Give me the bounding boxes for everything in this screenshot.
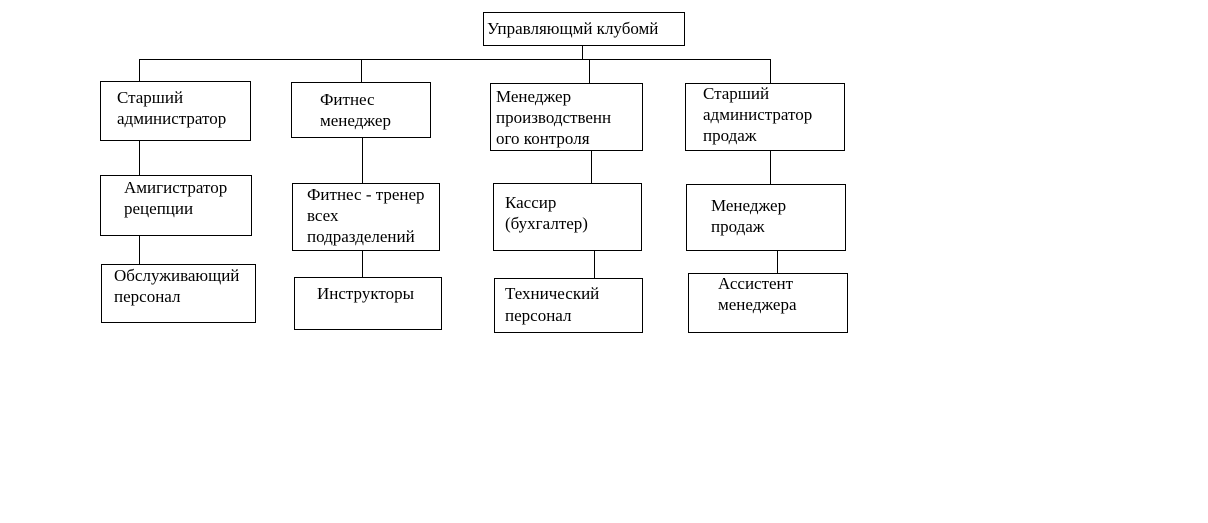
- node-production-control-manager: Менеджер производственн ого контроля: [490, 83, 643, 151]
- node-line: продаж: [703, 126, 757, 145]
- node-line: менеджер: [320, 111, 391, 130]
- node-line: Фитнес: [320, 90, 375, 109]
- connector-col1-l3: [139, 235, 140, 265]
- node-root: Управляющмй клубомй: [483, 12, 685, 46]
- node-sales-manager: Менеджер продаж: [686, 184, 846, 251]
- node-line: Обслуживающий: [114, 266, 240, 285]
- node-reception-administrator: Амигистратор рецепции: [100, 175, 252, 236]
- connector-col3-head: [589, 59, 590, 84]
- node-line: Менеджер: [711, 196, 787, 215]
- connector-col4-l2: [770, 150, 771, 185]
- node-line: Менеджер: [496, 87, 572, 106]
- node-line: Старший: [117, 88, 184, 107]
- node-line: рецепции: [124, 199, 194, 218]
- node-service-staff: Обслуживающий персонал: [101, 264, 256, 323]
- node-line: администратор: [117, 109, 227, 128]
- node-line: Технический: [505, 284, 600, 303]
- node-line: менеджера: [718, 295, 797, 314]
- node-root-line-1: Управляющмй клубомй: [487, 19, 659, 38]
- connector-col2-head: [361, 59, 362, 83]
- node-line: персонал: [114, 287, 181, 306]
- node-fitness-trainer: Фитнес - тренер всех подразделений: [292, 183, 440, 251]
- node-instructors: Инструкторы: [294, 277, 442, 330]
- node-line: персонал: [505, 306, 572, 325]
- node-line: производственн: [496, 108, 612, 127]
- node-line: администратор: [703, 105, 813, 124]
- connector-col4-head: [770, 59, 771, 84]
- node-line: Ассистент: [718, 274, 794, 293]
- connector-top-bar: [139, 59, 771, 60]
- connector-col3-l3: [594, 250, 595, 279]
- connector-col3-l2: [591, 150, 592, 184]
- node-technical-staff: Технический персонал: [494, 278, 643, 333]
- node-line: Старший: [703, 84, 770, 103]
- node-senior-sales-administrator: Старший администратор продаж: [685, 83, 845, 151]
- node-senior-administrator: Старший администратор: [100, 81, 251, 141]
- node-line: Фитнес - тренер: [307, 185, 425, 204]
- node-line: (бухгалтер): [505, 214, 588, 233]
- connector-col2-l2: [362, 137, 363, 184]
- node-line: Инструкторы: [317, 284, 414, 303]
- connector-col1-head: [139, 59, 140, 82]
- node-line: всех: [307, 206, 339, 225]
- node-line: Кассир: [505, 193, 557, 212]
- connector-root-down: [582, 46, 583, 60]
- node-line: ого контроля: [496, 129, 590, 148]
- connector-col2-l3: [362, 250, 363, 278]
- connector-col4-l3: [777, 250, 778, 274]
- connector-col1-l2: [139, 140, 140, 176]
- node-line: продаж: [711, 217, 765, 236]
- node-manager-assistant: Ассистент менеджера: [688, 273, 848, 333]
- node-fitness-manager: Фитнес менеджер: [291, 82, 431, 138]
- node-line: подразделений: [307, 227, 415, 246]
- node-line: Амигистратор: [124, 178, 228, 197]
- node-cashier: Кассир (бухгалтер): [493, 183, 642, 251]
